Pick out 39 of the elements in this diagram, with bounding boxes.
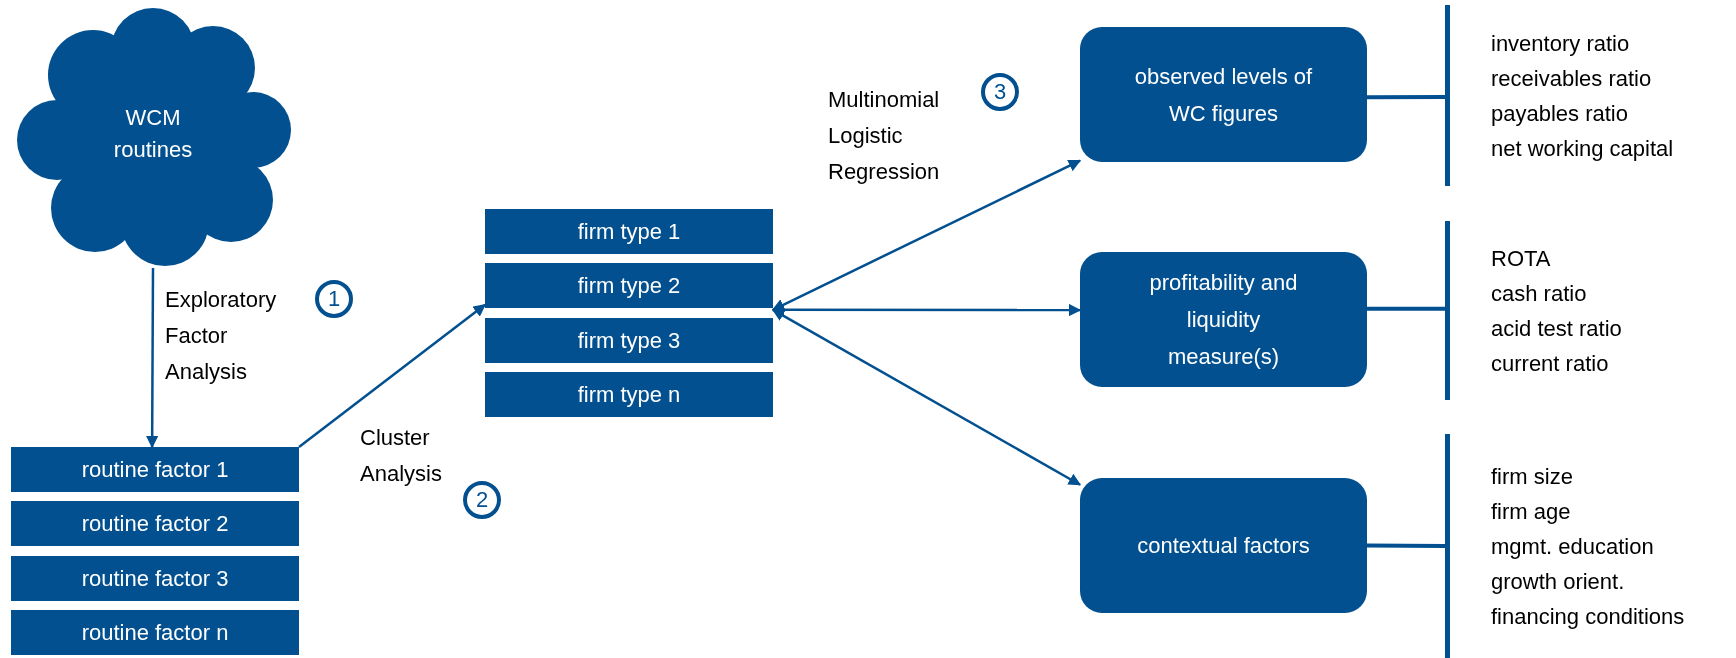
edge-label: Multinomial Logistic Regression xyxy=(828,86,941,186)
list-item: growth orient. xyxy=(1491,567,1625,596)
connector-line xyxy=(1367,543,1445,548)
list-item: firm size xyxy=(1491,462,1573,491)
list-item: inventory ratio xyxy=(1491,29,1630,58)
list-item: current ratio xyxy=(1491,349,1609,378)
arrow xyxy=(145,268,159,449)
arrow xyxy=(771,303,1082,317)
edge-label: Exploratory Factor Analysis xyxy=(165,286,278,386)
list-item: financing conditions xyxy=(1491,602,1685,631)
rounded-box: profitability and liquidity measure(s) xyxy=(1080,252,1367,387)
callout-number: 3 xyxy=(981,73,1019,111)
factor-bar: routine factor 1 xyxy=(11,447,299,492)
rounded-box: observed levels of WC figures xyxy=(1080,27,1367,162)
list-item: receivables ratio xyxy=(1491,64,1652,93)
arrow xyxy=(298,303,486,448)
callout-number: 1 xyxy=(315,280,353,318)
edge-label: Cluster Analysis xyxy=(360,424,443,488)
connector-line xyxy=(1367,94,1445,100)
callout-number: 2 xyxy=(463,481,501,519)
factor-bar: routine factor 3 xyxy=(11,556,299,601)
list-item: acid test ratio xyxy=(1491,314,1622,343)
list-item: payables ratio xyxy=(1491,99,1628,128)
list-item: cash ratio xyxy=(1491,279,1587,308)
factor-bar: firm type 1 xyxy=(485,209,773,254)
factor-bar: firm type n xyxy=(485,372,773,417)
list-item: firm age xyxy=(1491,497,1571,526)
list-item: net working capital xyxy=(1491,134,1674,163)
factor-bar: firm type 3 xyxy=(485,318,773,363)
list-item: mgmt. education xyxy=(1491,532,1654,561)
cloud-label: WCM routines xyxy=(112,104,194,164)
factor-bar: routine factor n xyxy=(11,610,299,655)
rounded-box: contextual factors xyxy=(1080,478,1367,613)
factor-bar: routine factor 2 xyxy=(11,501,299,546)
arrow xyxy=(771,308,1082,486)
list-item: ROTA xyxy=(1491,244,1551,273)
factor-bar: firm type 2 xyxy=(485,263,773,308)
arrow xyxy=(771,159,1082,311)
connector-line xyxy=(1367,306,1445,311)
